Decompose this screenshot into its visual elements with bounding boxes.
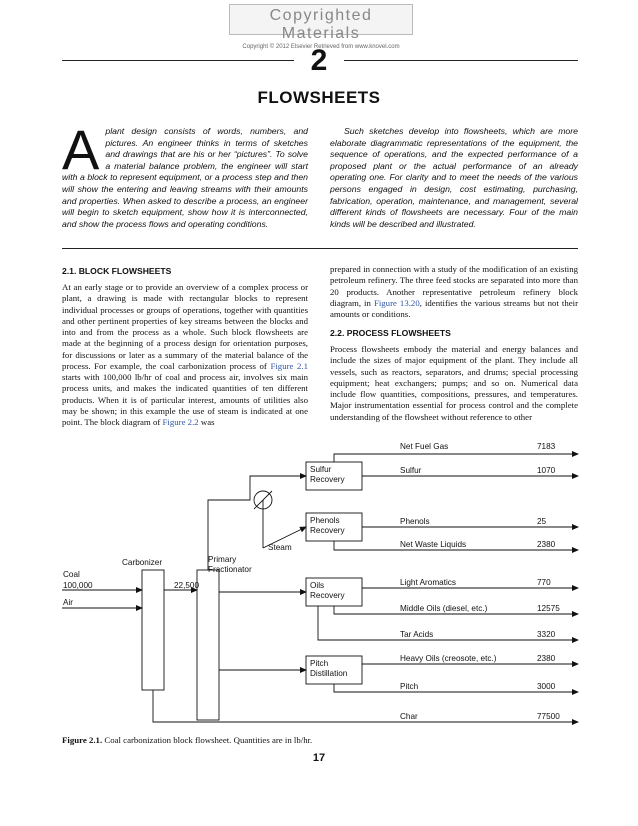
header-rule-left	[62, 60, 294, 61]
product-name: Pitch	[400, 682, 419, 691]
product-rate: 2380	[537, 654, 556, 663]
product-rate: 3320	[537, 630, 556, 639]
intermediate-rate-label: 22,500	[174, 581, 199, 590]
product-name: Light Aromatics	[400, 578, 456, 587]
char-line	[152, 690, 579, 725]
figure-13-20-link[interactable]: Figure 13.20	[373, 297, 420, 308]
figure-caption: Figure 2.1. Coal carbonization block flo…	[62, 735, 312, 745]
product-rate: 12575	[537, 604, 560, 613]
steam-label: Steam	[268, 543, 292, 552]
chapter-number: 2	[310, 44, 328, 77]
paragraph-text: was	[198, 417, 215, 427]
phenols-recovery-label-2: Recovery	[310, 526, 345, 535]
sulfur-recovery-label-1: Sulfur	[310, 465, 332, 474]
section-2-1-heading: 2.1. BLOCK FLOWSHEETS	[62, 266, 172, 276]
product-rate: 77500	[537, 712, 560, 721]
drop-cap: A	[62, 118, 100, 181]
carbonizer-label: Carbonizer	[122, 558, 162, 567]
intro-right-column: Such sketches develop into flowsheets, w…	[330, 126, 578, 229]
paragraph-text: prepared in connection with a study of t…	[330, 264, 578, 308]
copyright-watermark: Copyrighted Materials Copyright © 2012 E…	[229, 4, 413, 50]
section-2-1-paragraph: At an early stage or to provide an overv…	[62, 282, 308, 428]
coal-carbonization-flowsheet: Carbonizer Primary Fractionator Sulfur R…	[62, 442, 579, 725]
product-rate: 3000	[537, 682, 556, 691]
section-2-2-paragraph: Process flowsheets embody the material a…	[330, 344, 578, 422]
intro-left-text: plant design consists of words, numbers,…	[62, 126, 308, 229]
coal-label: Coal	[63, 570, 80, 579]
product-name: Middle Oils (diesel, etc.)	[400, 604, 488, 613]
section-2-2-heading: 2.2. PROCESS FLOWSHEETS	[330, 328, 451, 338]
paragraph-text: starts with 100,000 lb/hr of coal and pr…	[62, 372, 308, 427]
fractionator-label-2: Fractionator	[208, 565, 252, 574]
tar-acids-line	[317, 606, 579, 643]
figure-2-2-link[interactable]: Figure 2.2	[162, 417, 199, 427]
sulfur-recovery-label-2: Recovery	[310, 475, 345, 484]
product-rate: 770	[537, 578, 551, 587]
pitch-distillation-label-2: Distillation	[310, 669, 348, 678]
product-name: Char	[400, 712, 418, 721]
fractionator-label-1: Primary	[208, 555, 237, 564]
pitch-distillation-label-1: Pitch	[310, 659, 329, 668]
intro-divider	[62, 248, 578, 249]
pitch-product-line	[333, 684, 579, 695]
product-rate: 1070	[537, 466, 556, 475]
chapter-title: FLOWSHEETS	[257, 88, 381, 107]
paragraph-text: , identifies the various streams but not…	[330, 297, 578, 319]
overhead-line	[207, 473, 307, 570]
caption-label: Figure 2.1.	[62, 735, 103, 745]
air-label: Air	[63, 598, 73, 607]
section-2-1-continuation: prepared in connection with a study of t…	[330, 264, 578, 320]
watermark-title: Copyrighted Materials	[269, 7, 373, 42]
product-name: Net Fuel Gas	[400, 442, 448, 451]
oils-recovery-label-1: Oils	[310, 581, 324, 590]
caption-text: Coal carbonization block flowsheet. Quan…	[104, 735, 313, 745]
carbonizer-block	[141, 569, 165, 691]
page-number: 17	[312, 752, 326, 764]
product-name: Tar Acids	[400, 630, 433, 639]
product-rate: 7183	[537, 442, 556, 451]
net-fuel-gas-line	[333, 451, 579, 462]
product-rate: 25	[537, 517, 547, 526]
fractionator-block	[196, 569, 220, 721]
product-name: Sulfur	[400, 466, 422, 475]
product-name: Net Waste Liquids	[400, 540, 466, 549]
product-name: Phenols	[400, 517, 430, 526]
net-waste-liquids-line	[333, 541, 579, 553]
middle-oils-line	[333, 606, 579, 617]
phenols-recovery-label-1: Phenols	[310, 516, 340, 525]
product-name: Heavy Oils (creosote, etc.)	[400, 654, 497, 663]
oils-recovery-label-2: Recovery	[310, 591, 345, 600]
coal-rate-label: 100,000	[63, 581, 93, 590]
header-rule-right	[344, 60, 578, 61]
watermark-subtitle: Copyright © 2012 Elsevier Retrieved from…	[242, 44, 400, 50]
figure-2-1-link[interactable]: Figure 2.1	[270, 360, 308, 371]
paragraph-text: At an early stage or to provide an overv…	[62, 282, 308, 371]
product-rate: 2380	[537, 540, 556, 549]
